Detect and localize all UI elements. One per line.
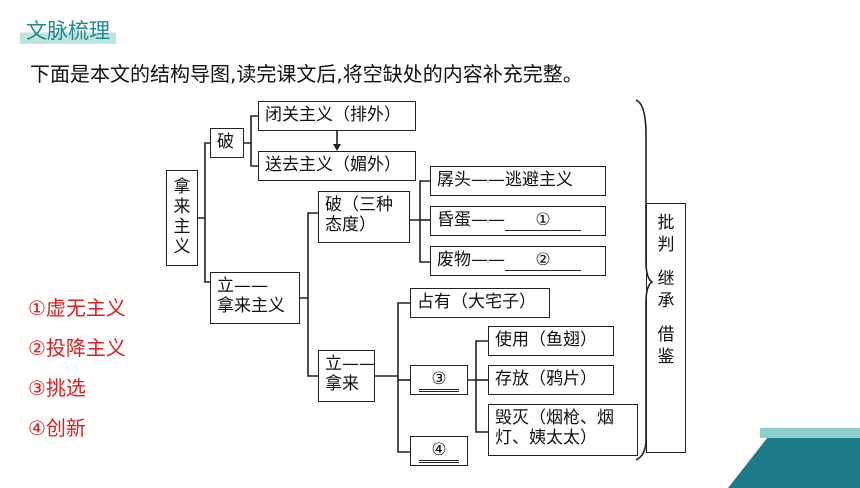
node-line: 态度） <box>325 215 376 235</box>
answer-2: ②投降主义 <box>28 336 126 360</box>
node-line: 灯、姨太太） <box>495 428 597 448</box>
node-line: 破（三种 <box>325 195 393 215</box>
summary-char: 判 <box>657 235 675 255</box>
node-attitude-1: 孱头——逃避主义 <box>430 166 606 196</box>
node-line: 立—— <box>325 354 376 374</box>
node-cunfang: 存放（鸦片） <box>488 365 614 395</box>
summary-char: 继 <box>657 269 675 289</box>
node-li-nalaizhuyi: 立—— 拿来主义 <box>210 272 300 324</box>
node-blank-3: ③ <box>410 365 468 395</box>
summary-char: 批 <box>657 213 675 233</box>
blank-2: ② <box>505 250 581 271</box>
answer-4: ④创新 <box>28 416 86 440</box>
node-attitude-2: 昏蛋——① <box>430 206 606 236</box>
node-po-attitudes: 破（三种 态度） <box>318 191 410 243</box>
node-po: 破 <box>210 128 244 158</box>
summary-box: 批 判 继 承 借 鉴 <box>646 203 686 453</box>
root-node-nalaizhuyi: 拿 来 主 义 <box>166 170 198 266</box>
root-char: 主 <box>173 217 191 237</box>
node-huimie: 毁灭（烟枪、烟 灯、姨太太） <box>488 404 638 456</box>
root-char: 义 <box>173 237 191 257</box>
summary-char: 鉴 <box>657 347 675 367</box>
blank-1: ① <box>505 210 581 231</box>
attitude-prefix: 废物—— <box>437 250 505 270</box>
node-line: 立—— <box>217 276 268 296</box>
root-char: 拿 <box>173 177 191 197</box>
summary-char: 承 <box>657 291 675 311</box>
section-title: 文脉梳理 <box>20 18 116 44</box>
node-songqu: 送去主义（媚外） <box>258 151 416 181</box>
blank-3: ③ <box>419 369 459 392</box>
node-zhanyou: 占有（大宅子） <box>410 288 550 318</box>
node-li-nalai: 立—— 拿来 <box>318 350 376 402</box>
corner-decoration-light <box>760 428 860 438</box>
answer-3: ③挑选 <box>28 376 86 400</box>
blank-4: ④ <box>419 440 459 463</box>
instruction-text: 下面是本文的结构导图,读完课文后,将空缺处的内容补充完整。 <box>30 62 583 86</box>
root-char: 来 <box>173 197 191 217</box>
node-attitude-3: 废物——② <box>430 246 606 276</box>
node-biguan: 闭关主义（排外） <box>258 101 416 131</box>
node-blank-4: ④ <box>410 436 468 466</box>
answer-1: ①虚无主义 <box>28 296 126 320</box>
node-shiyong: 使用（鱼翅） <box>488 326 614 356</box>
attitude-prefix: 昏蛋—— <box>437 210 505 230</box>
node-line: 毁灭（烟枪、烟 <box>495 408 614 428</box>
summary-char: 借 <box>657 325 675 345</box>
node-line: 拿来主义 <box>217 296 285 316</box>
node-line: 拿来 <box>325 374 359 394</box>
